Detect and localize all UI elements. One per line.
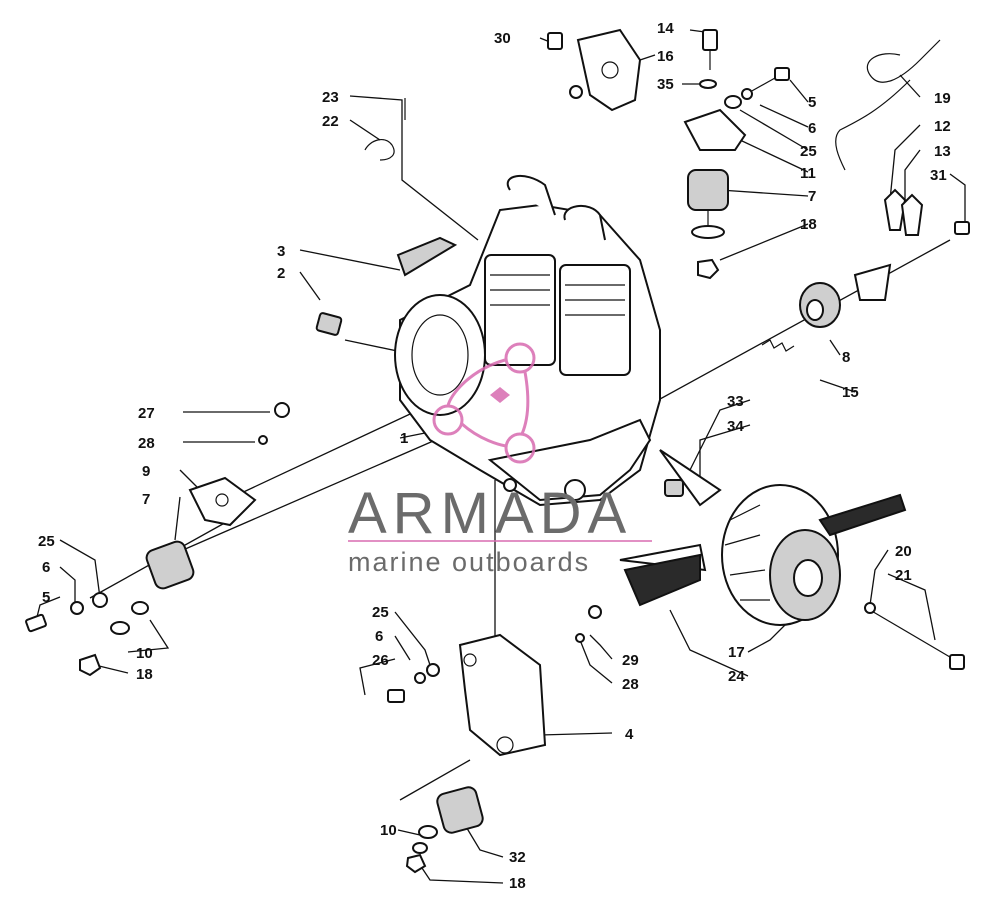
lower-bracket [458, 633, 547, 757]
callout-19: 19 [934, 90, 951, 107]
callout-8: 8 [842, 349, 850, 366]
callout-17: 17 [728, 644, 745, 661]
callout-11: 11 [800, 165, 816, 182]
callout-2: 2 [277, 265, 285, 282]
callout-5: 5 [808, 94, 816, 111]
cylinder-right [559, 264, 631, 376]
callout-labels: 30 16 14 35 5 6 25 11 7 18 19 12 13 31 2… [38, 20, 951, 892]
head-bracket [576, 28, 642, 112]
callout-29: 29 [622, 652, 639, 669]
recoil-housing [394, 294, 486, 416]
rubber-mount-top [687, 169, 729, 211]
callout-32: 32 [509, 849, 526, 866]
callout-28-lower: 28 [622, 676, 639, 693]
callout-22: 22 [322, 113, 339, 130]
callout-18: 18 [800, 216, 817, 233]
callout-25: 25 [800, 143, 817, 160]
callout-3: 3 [277, 243, 285, 260]
callout-26: 26 [372, 652, 389, 669]
watermark-logo-icon [432, 342, 536, 464]
callout-30: 30 [494, 30, 511, 47]
callout-12: 12 [934, 118, 951, 135]
callout-18-left: 18 [136, 666, 153, 683]
cylinder-left [484, 254, 556, 366]
callout-14: 14 [657, 20, 674, 37]
callout-33: 33 [727, 393, 744, 410]
drive-belt [623, 553, 701, 607]
callout-9: 9 [142, 463, 150, 480]
callout-23: 23 [322, 89, 339, 106]
watermark-title: ARMADA [348, 481, 632, 546]
callout-7-left: 7 [142, 491, 150, 508]
callout-10-lower: 10 [380, 822, 397, 839]
leader-lines [34, 29, 966, 884]
watermark-subtitle: marine outboards [348, 547, 590, 577]
callout-35: 35 [657, 76, 674, 93]
callout-34: 34 [727, 418, 744, 435]
callout-6-left: 6 [42, 559, 50, 576]
watermark: ARMADA marine outboards [348, 342, 652, 577]
callout-25-left: 25 [38, 533, 55, 550]
callout-20: 20 [895, 543, 912, 560]
ground-wire [866, 39, 941, 83]
engine-parts [25, 28, 970, 874]
callout-5-left: 5 [42, 589, 50, 606]
callout-1: 1 [400, 430, 408, 447]
callout-7: 7 [808, 188, 816, 205]
cover-plate [396, 236, 458, 277]
callout-16: 16 [657, 48, 674, 65]
callout-25-lower: 25 [372, 604, 389, 621]
left-mount-plate [188, 476, 257, 527]
callout-6-lower: 6 [375, 628, 383, 645]
callout-6: 6 [808, 120, 816, 137]
callout-28: 28 [138, 435, 155, 452]
callout-21: 21 [895, 567, 912, 584]
rubber-mount-bottom [436, 786, 484, 834]
callout-13: 13 [934, 143, 951, 160]
callout-10-left: 10 [136, 645, 153, 662]
callout-24: 24 [728, 668, 745, 685]
callout-15: 15 [842, 384, 859, 401]
callout-31: 31 [930, 167, 947, 184]
callout-18-lower: 18 [509, 875, 526, 892]
callout-27: 27 [138, 405, 155, 422]
callout-4: 4 [625, 726, 634, 743]
